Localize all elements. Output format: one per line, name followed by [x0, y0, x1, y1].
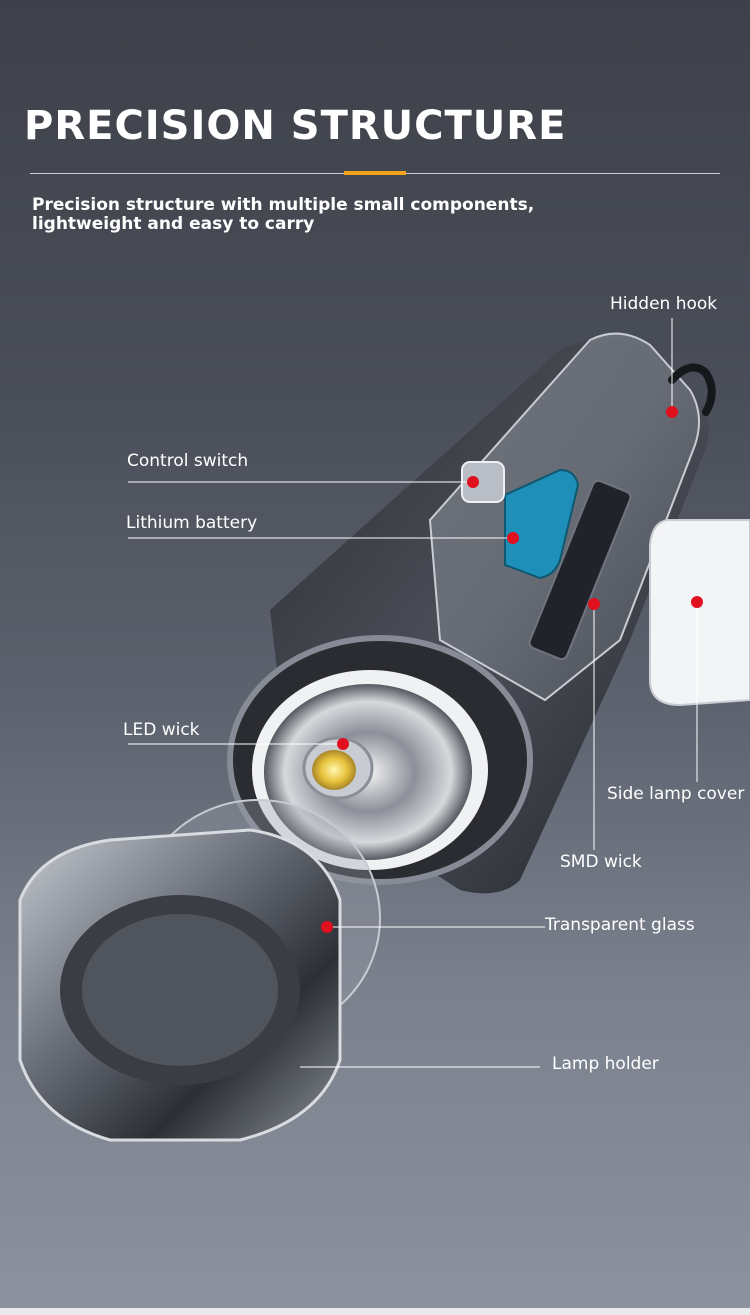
callout-hidden-hook: Hidden hook [610, 294, 718, 314]
callout-transparent-glass: Transparent glass [545, 915, 695, 935]
callout-side-lamp-cover: Side lamp cover [607, 784, 745, 804]
callout-lithium-battery: Lithium battery [126, 513, 258, 533]
callout-lamp-holder: Lamp holder [552, 1054, 659, 1074]
page-title: PRECISION STRUCTURE [24, 103, 567, 149]
bottom-border [0, 1308, 750, 1315]
callout-control-switch: Control switch [127, 451, 249, 471]
title-divider-accent [344, 171, 406, 175]
callout-smd-wick: SMD wick [560, 852, 642, 872]
page-subtitle: Precision structure with multiple small … [32, 195, 535, 234]
callout-led-wick: LED wick [123, 720, 200, 740]
